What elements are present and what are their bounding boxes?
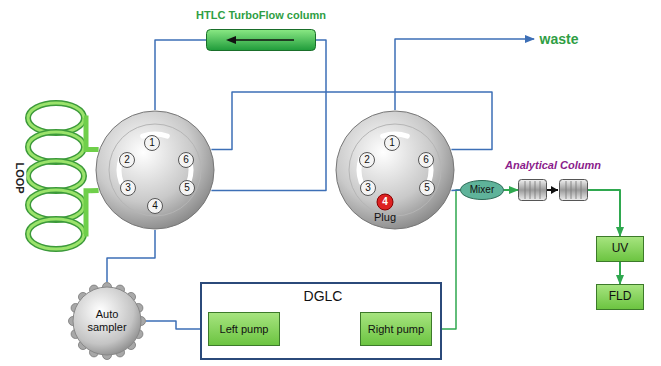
- uv-detector: UV: [596, 236, 644, 262]
- flow-line: [504, 189, 518, 191]
- valve-rotor: [349, 124, 441, 216]
- port-number: 6: [418, 152, 434, 168]
- loop-coil: [28, 161, 84, 191]
- flow-line: [155, 40, 206, 110]
- node-label: LOOP: [14, 161, 27, 194]
- column-ridge: [525, 181, 526, 199]
- loop-coil: [28, 132, 84, 162]
- flow-line: [90, 147, 99, 152]
- port-number: 1: [144, 135, 160, 151]
- flow-line: [211, 40, 326, 190]
- loop-coil: [28, 132, 84, 162]
- node-label: Left pump: [220, 323, 269, 336]
- loop-coil: [28, 103, 84, 133]
- flow-arrow: [234, 39, 294, 41]
- flow-line: [146, 321, 208, 329]
- column-body: [207, 30, 316, 51]
- node-label: 4: [382, 196, 388, 208]
- valve-body: [96, 111, 214, 229]
- valve-rotor: [109, 124, 201, 216]
- node-label: DGLC: [304, 288, 343, 304]
- port-number: 5: [179, 180, 195, 196]
- autosampler-body: [73, 287, 141, 355]
- mixer: Mixer: [460, 180, 504, 200]
- flow-line: [619, 262, 621, 284]
- node-label: Plug: [374, 211, 396, 224]
- node-label: Analytical Column: [505, 159, 601, 172]
- flow-arrowhead: [551, 186, 558, 194]
- column-shape: [206, 29, 316, 51]
- autosampler: Auto sampler: [68, 282, 146, 360]
- loop-coil: [28, 190, 84, 220]
- flow-line: [395, 39, 534, 110]
- plug-symbol: [377, 194, 393, 210]
- port-number: 2: [359, 152, 375, 168]
- valve-body: [336, 111, 454, 229]
- port-number: 3: [360, 180, 376, 196]
- node-label: Right pump: [368, 323, 424, 336]
- node-label: Auto sampler: [79, 308, 135, 333]
- six-port-valve: 123456Plug: [335, 110, 455, 230]
- port-number: 4: [147, 198, 163, 214]
- node-label: FLD: [609, 290, 632, 304]
- pump-box: Left pump: [208, 312, 280, 346]
- column-ridge: [581, 181, 582, 199]
- column-ridge: [576, 181, 577, 199]
- loop-coil: [28, 190, 84, 220]
- six-port-valve: 12 345 6: [95, 110, 215, 230]
- anacol-shape: [518, 179, 588, 201]
- column-segment: [560, 180, 588, 201]
- loop-coil: [28, 219, 84, 249]
- loop-coil: [28, 103, 84, 133]
- column-ridge: [571, 181, 572, 199]
- dglc-system: DGLC Left pump Right pump: [200, 282, 442, 360]
- pump-box: Right pump: [360, 312, 432, 346]
- column-ridge: [535, 181, 536, 199]
- port-number: 5: [419, 180, 435, 196]
- node-label: waste: [540, 31, 579, 47]
- node-label: Mixer: [470, 184, 494, 196]
- node-label: HTLC TurboFlow column: [196, 9, 326, 22]
- fld-detector: FLD: [596, 284, 644, 310]
- loop-tube: [84, 118, 90, 234]
- mixer-body: [461, 181, 504, 200]
- flow-line: [588, 190, 620, 236]
- port-number: 1: [384, 135, 400, 151]
- flow-line: [90, 188, 99, 193]
- port-number: 3: [120, 180, 136, 196]
- flow-line: [451, 189, 460, 191]
- sample-loop: LOOP: [8, 98, 90, 254]
- waste-outlet: waste: [534, 28, 584, 50]
- port-number: 2: [119, 152, 135, 168]
- analytical-column: Analytical Column: [518, 179, 588, 201]
- column-ridge: [566, 181, 567, 199]
- loop-coil: [28, 161, 84, 191]
- port-number: 6: [178, 152, 194, 168]
- node-label: UV: [612, 242, 629, 256]
- turboflow-column: HTLC TurboFlow column: [206, 29, 316, 51]
- column-ridge: [530, 181, 531, 199]
- loop-coil: [28, 219, 84, 249]
- flow-line: [107, 230, 155, 282]
- column-segment: [519, 180, 547, 201]
- flow-arrowhead: [226, 36, 236, 44]
- column-ridge: [540, 181, 541, 199]
